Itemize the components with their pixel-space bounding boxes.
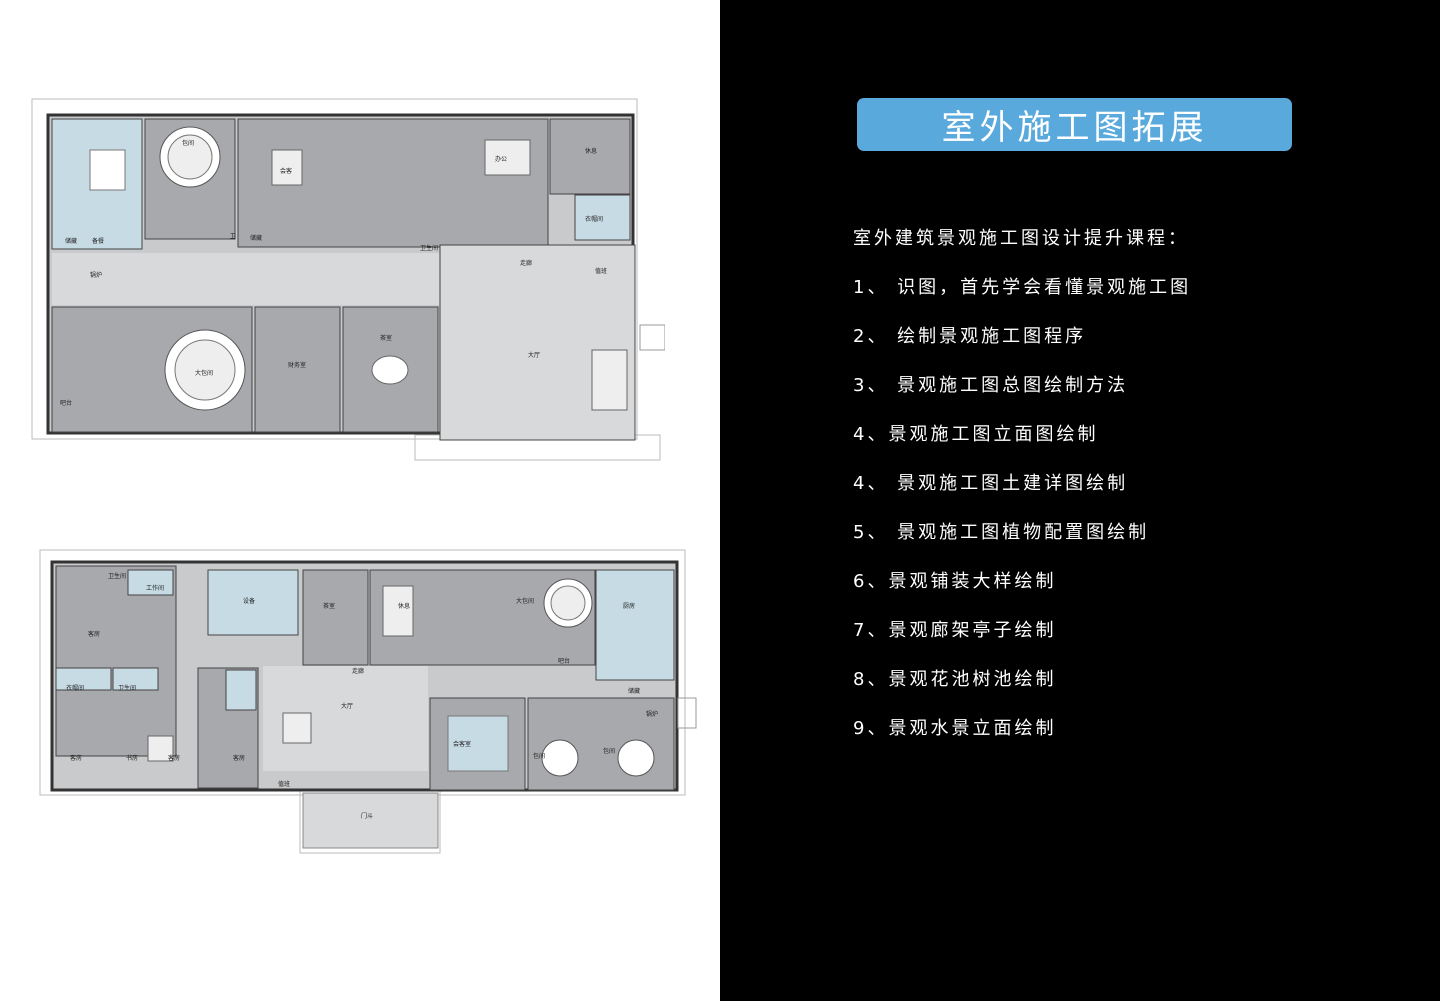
svg-text:休息: 休息 [398, 602, 410, 610]
svg-text:设备: 设备 [243, 597, 255, 605]
svg-text:办公: 办公 [495, 155, 507, 163]
svg-text:卫: 卫 [230, 233, 236, 240]
svg-text:值班: 值班 [278, 780, 290, 788]
svg-text:茶室: 茶室 [380, 334, 392, 342]
svg-text:客房: 客房 [233, 754, 245, 762]
svg-text:储藏: 储藏 [65, 237, 77, 245]
list-item: 9、景观水景立面绘制 [853, 718, 1057, 739]
svg-text:大厅: 大厅 [528, 351, 540, 359]
svg-text:储藏: 储藏 [250, 234, 262, 242]
floor-plan-lower: 设备 茶室 休息 大包间 厨房 卫生间 工作间 客房 衣帽间 卫生间 客房 书房… [38, 548, 700, 858]
svg-text:包间: 包间 [603, 747, 615, 755]
svg-text:客房: 客房 [168, 754, 180, 762]
list-item: 8、景观花池树池绘制 [853, 669, 1057, 690]
svg-text:衣帽间: 衣帽间 [66, 684, 84, 692]
course-info-panel: 室外施工图拓展 室外建筑景观施工图设计提升课程： 1、 识图，首先学会看懂景观施… [720, 0, 1440, 1001]
svg-text:书房: 书房 [126, 754, 138, 762]
list-item: 2、 绘制景观施工图程序 [853, 326, 1087, 347]
list-item: 7、景观廊架亭子绘制 [853, 620, 1057, 641]
svg-text:卫生间: 卫生间 [118, 684, 136, 692]
svg-text:客房: 客房 [88, 630, 100, 638]
list-item: 5、 景观施工图植物配置图绘制 [853, 522, 1150, 543]
svg-text:客房: 客房 [70, 754, 82, 762]
svg-text:茶室: 茶室 [323, 602, 335, 610]
svg-text:锅炉: 锅炉 [646, 710, 658, 718]
svg-text:走廊: 走廊 [352, 667, 364, 675]
title-badge: 室外施工图拓展 [857, 98, 1292, 151]
course-intro: 室外建筑景观施工图设计提升课程： [853, 228, 1189, 249]
svg-text:走廊: 走廊 [520, 259, 532, 267]
list-item: 4、 景观施工图土建详图绘制 [853, 473, 1129, 494]
svg-text:包间: 包间 [182, 139, 194, 147]
svg-text:厨房: 厨房 [623, 602, 635, 610]
svg-text:会客室: 会客室 [453, 740, 471, 748]
svg-text:备餐: 备餐 [92, 237, 104, 245]
floor-plan-upper: 包间 会客 办公 休息 衣帽间 储藏 备餐 卫 储藏 卫生间 走廊 大厅 大包间… [30, 95, 665, 465]
svg-text:储藏: 储藏 [628, 687, 640, 695]
svg-text:衣帽间: 衣帽间 [585, 215, 603, 223]
svg-text:锅炉: 锅炉 [90, 271, 102, 279]
course-list: 室外建筑景观施工图设计提升课程： 1、 识图，首先学会看懂景观施工图 2、 绘制… [853, 226, 1191, 765]
svg-text:卫生间: 卫生间 [420, 244, 438, 252]
list-item: 3、 景观施工图总图绘制方法 [853, 375, 1129, 396]
list-item: 4、景观施工图立面图绘制 [853, 424, 1099, 445]
svg-text:门斗: 门斗 [361, 812, 373, 820]
svg-text:吧台: 吧台 [558, 657, 570, 665]
svg-text:财务室: 财务室 [288, 361, 306, 369]
svg-text:大包间: 大包间 [516, 597, 534, 605]
svg-text:值班: 值班 [595, 267, 607, 275]
svg-text:大厅: 大厅 [341, 702, 353, 710]
svg-text:包间: 包间 [533, 752, 545, 760]
list-item: 6、景观铺装大样绘制 [853, 571, 1057, 592]
list-item: 1、 识图，首先学会看懂景观施工图 [853, 277, 1192, 298]
svg-text:大包间: 大包间 [195, 369, 213, 377]
svg-text:工作间: 工作间 [146, 584, 164, 592]
svg-text:休息: 休息 [585, 147, 597, 155]
floor-plans-panel: 包间 会客 办公 休息 衣帽间 储藏 备餐 卫 储藏 卫生间 走廊 大厅 大包间… [0, 0, 720, 1001]
svg-text:卫生间: 卫生间 [108, 572, 126, 580]
svg-text:会客: 会客 [280, 167, 292, 175]
svg-text:吧台: 吧台 [60, 399, 72, 407]
